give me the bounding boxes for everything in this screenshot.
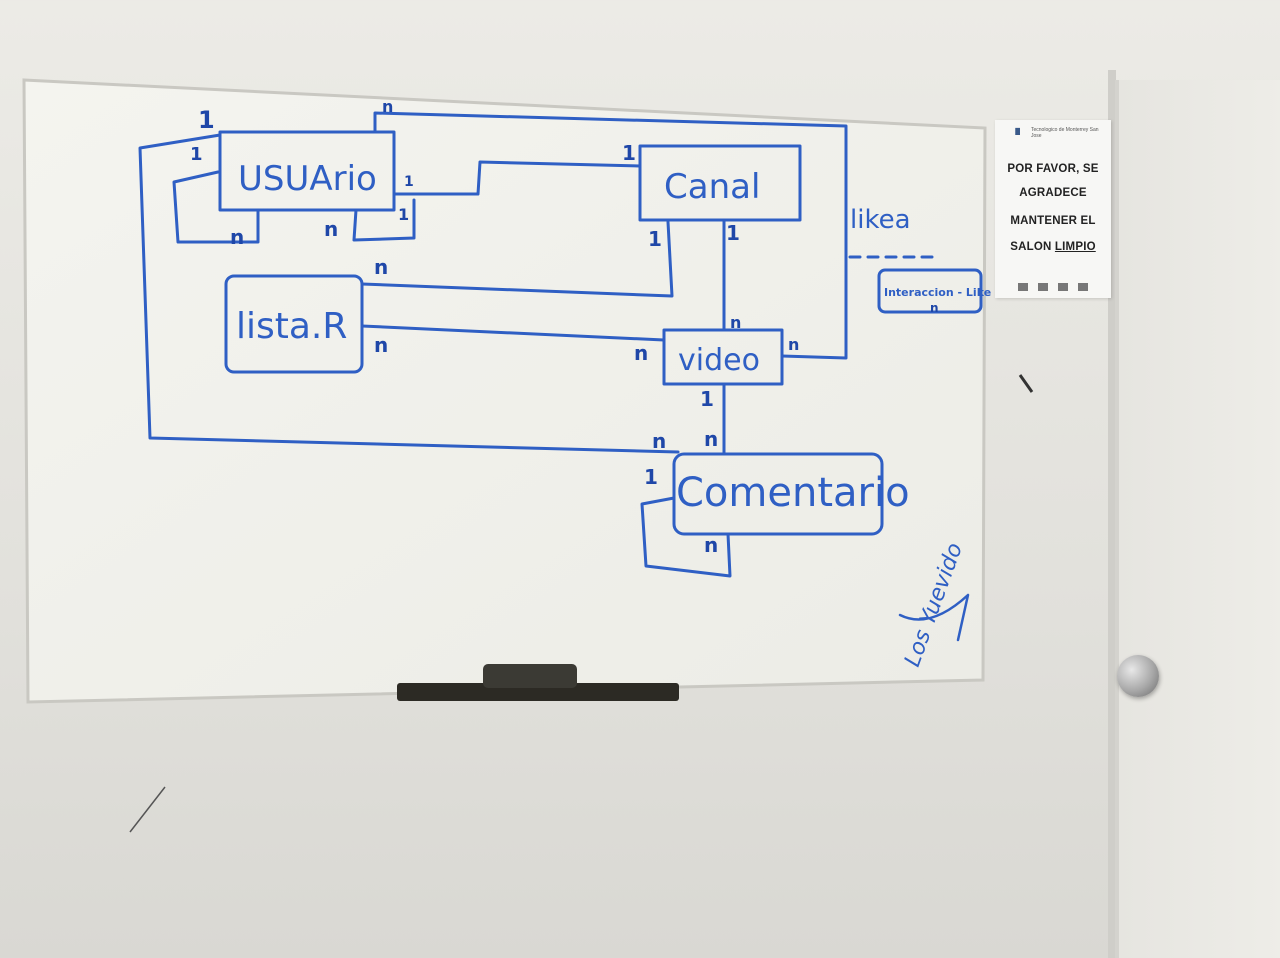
sign-footer-logos bbox=[1001, 278, 1105, 291]
entity-box-comentario bbox=[672, 452, 884, 536]
relationship-likea-label: likea bbox=[850, 205, 911, 235]
eraser bbox=[483, 664, 577, 688]
signature-stroke bbox=[898, 593, 970, 642]
cardinality-mark: n bbox=[374, 333, 388, 357]
cardinality-mark: n bbox=[324, 217, 338, 241]
cardinality-mark: n bbox=[382, 97, 393, 116]
sign-line-2: AGRADECE bbox=[1019, 187, 1087, 199]
line-canal-lista bbox=[360, 220, 674, 298]
whiteboard bbox=[22, 78, 987, 704]
cardinality-mark: n bbox=[704, 427, 718, 451]
cardinality-mark: 1 bbox=[726, 221, 740, 245]
marker-tray bbox=[397, 683, 679, 701]
entity-box-interaccion bbox=[877, 268, 983, 314]
line-lista-video bbox=[360, 324, 666, 342]
sign-line-4-underlined: LIMPIO bbox=[1054, 241, 1096, 253]
cardinality-mark: 1 bbox=[404, 174, 414, 190]
entity-box-canal bbox=[638, 144, 802, 222]
line-usuario-self-1 bbox=[172, 170, 260, 244]
cardinality-mark: n bbox=[634, 341, 648, 365]
entity-comentario-label: Comentario bbox=[676, 470, 910, 516]
cardinality-mark: 1 bbox=[190, 144, 203, 165]
cardinality-mark: n bbox=[652, 429, 666, 453]
entity-usuario-label: USUArio bbox=[238, 159, 377, 199]
footer-logo-icon bbox=[1058, 283, 1068, 291]
clean-room-sign: ▘ Tecnologico de Monterrey San Jose POR … bbox=[995, 120, 1111, 298]
line-usuario-self-2 bbox=[352, 198, 416, 242]
cardinality-mark: 1 bbox=[198, 106, 215, 134]
door-frame bbox=[1108, 70, 1116, 958]
sign-line-1: POR FAVOR, SE bbox=[1007, 163, 1099, 175]
entity-canal-label: Canal bbox=[664, 167, 760, 207]
cardinality-mark: 1 bbox=[622, 141, 636, 165]
cardinality-mark: n bbox=[930, 301, 939, 315]
cardinality-mark: 1 bbox=[398, 205, 409, 224]
sign-line-4: SALON LIMPIO bbox=[999, 240, 1107, 254]
line-usuario-video-likea bbox=[373, 111, 848, 360]
cardinality-mark: 1 bbox=[644, 465, 658, 489]
door-knob bbox=[1117, 655, 1159, 697]
entity-lista-label: lista.R bbox=[236, 306, 347, 347]
entity-video-label: video bbox=[678, 343, 760, 378]
cardinality-mark: n bbox=[730, 313, 741, 332]
cardinality-mark: 1 bbox=[648, 227, 662, 251]
door bbox=[1115, 80, 1280, 958]
cardinality-mark: n bbox=[788, 335, 799, 354]
cardinality-mark: 1 bbox=[700, 387, 714, 411]
sign-line-3: MANTENER EL bbox=[1010, 215, 1096, 227]
footer-logo-icon bbox=[1078, 283, 1088, 291]
line-usuario-comentario bbox=[138, 133, 680, 454]
entity-box-usuario bbox=[218, 130, 396, 212]
entity-box-lista bbox=[224, 274, 364, 374]
wall-scuff bbox=[129, 786, 166, 833]
footer-logo-icon bbox=[1018, 283, 1028, 291]
footer-logo-icon bbox=[1038, 283, 1048, 291]
cardinality-mark: n bbox=[704, 533, 718, 557]
institution-logo-icon: ▘ bbox=[1015, 128, 1025, 142]
cardinality-mark: n bbox=[374, 255, 388, 279]
sign-line-4-prefix: SALON bbox=[1010, 241, 1055, 253]
cardinality-mark: n bbox=[230, 225, 244, 249]
sign-org-name: Tecnologico de Monterrey San Jose bbox=[1031, 127, 1099, 139]
line-usuario-canal bbox=[392, 160, 642, 196]
line-comentario-self bbox=[640, 496, 732, 578]
wall-scuff bbox=[1018, 374, 1034, 393]
entity-interaccion-label: Interaccion - Like bbox=[884, 286, 991, 299]
